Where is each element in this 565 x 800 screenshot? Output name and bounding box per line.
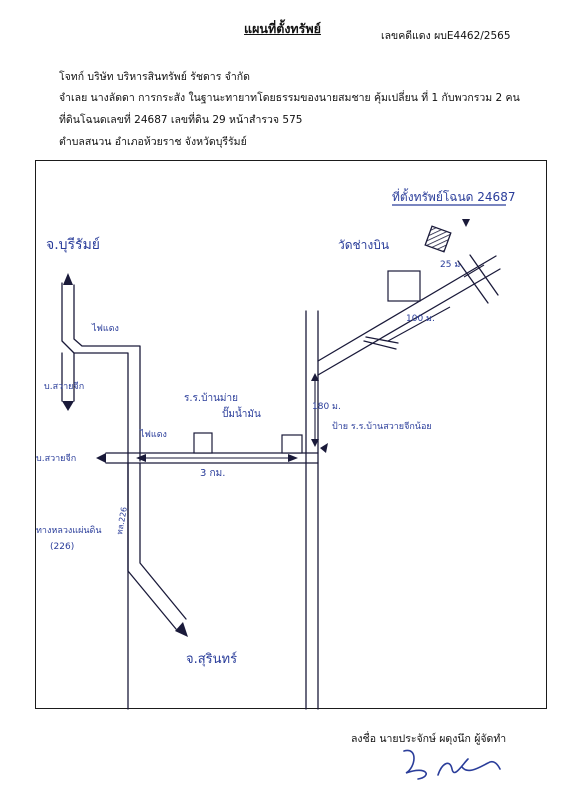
label-fuel-station: ปั๊มน้ำมัน	[222, 406, 261, 420]
arrow-signpost	[320, 443, 328, 453]
distance-100m-line	[387, 306, 451, 342]
label-highway-code: ทล.226	[115, 506, 129, 535]
diagonal-road-bottom	[317, 268, 501, 376]
label-property: ที่ตั้งทรัพย์โฉนด 24687	[392, 188, 515, 204]
highway-226-inner	[139, 462, 187, 620]
branch-road-1	[363, 340, 397, 350]
arrow-180m-bottom	[311, 439, 319, 447]
highway-226	[127, 462, 177, 630]
arrow-to-surin	[175, 622, 188, 637]
label-distance-3km: 3 กม.	[200, 468, 225, 479]
fuel-station-building	[281, 434, 303, 454]
school-building	[193, 432, 213, 454]
road-to-buriram-inner	[73, 284, 141, 462]
label-temple: วัดช่างบิน	[338, 238, 389, 252]
label-highway-number: (226)	[50, 542, 74, 552]
branch-road-2	[365, 336, 399, 344]
arrow-to-huai-sawai-2	[96, 453, 106, 463]
arrow-right-3km	[288, 454, 298, 462]
label-to-huai-sawai-1: บ.สวายจีก	[44, 381, 84, 392]
label-distance-180m: 180 ม.	[312, 402, 341, 412]
location-map: จ.บุรีรัมย์ ไฟแดง บ.สวายจีก ไฟแดง บ.สวาย…	[35, 160, 547, 710]
branch-road-4	[469, 254, 499, 296]
label-traffic-light-2: ไฟแดง	[139, 429, 167, 440]
plaintiff-line: โจทก์ บริษัท บริหารสินทรัพย์ รัชดาร จำกั…	[59, 71, 250, 83]
label-to-huai-sawai-2: บ.สวายจีก	[36, 453, 76, 464]
property-parcel	[424, 225, 452, 253]
arrow-left-3km	[136, 454, 146, 462]
label-to-surin: จ.สุรินทร์	[186, 651, 237, 667]
road-to-buriram	[61, 282, 129, 710]
map-drawing: จ.บุรีรัมย์ ไฟแดง บ.สวายจีก ไฟแดง บ.สวาย…	[36, 188, 515, 710]
label-distance-25m: 25 ม.	[440, 260, 463, 270]
label-distance-100m: 100 ม.	[406, 314, 435, 324]
arrow-180m-top	[311, 373, 319, 381]
label-signpost: ป้าย ร.ร.บ้านสวายจีกน้อย	[332, 421, 432, 432]
label-school: ร.ร.บ้านม่าย	[184, 392, 238, 404]
branch-road-3	[457, 260, 489, 304]
label-traffic-light-1: ไฟแดง	[91, 323, 119, 334]
case-number: เลขคดีแดง ผบE4462/2565	[381, 30, 511, 42]
distance-25m-line	[463, 264, 485, 278]
defendant-line: จำเลย นางลัดดา การกระสัง ในฐานะทายาทโดยธ…	[59, 92, 520, 104]
arrow-to-huai-sawai	[62, 401, 74, 411]
label-highway-name: ทางหลวงแผ่นดิน	[36, 525, 102, 536]
arrow-to-buriram	[63, 273, 73, 285]
temple-building	[387, 270, 421, 302]
signer-line: ลงชื่อ นายประจักษ์ ผดุงนึก ผู้จัดทำ	[351, 733, 507, 745]
arrow-property	[462, 219, 470, 227]
label-to-buriram: จ.บุรีรัมย์	[46, 236, 100, 253]
handwritten-signature	[403, 749, 501, 780]
land-deed-line: ที่ดินโฉนดเลขที่ 24687 เลขที่ดิน 29 หน้า…	[59, 114, 303, 126]
document-title: แผนที่ตั้งทรัพย์	[244, 21, 321, 36]
location-line: ตำบลสนวน อำเภอห้วยราช จังหวัดบุรีรัมย์	[59, 136, 247, 148]
